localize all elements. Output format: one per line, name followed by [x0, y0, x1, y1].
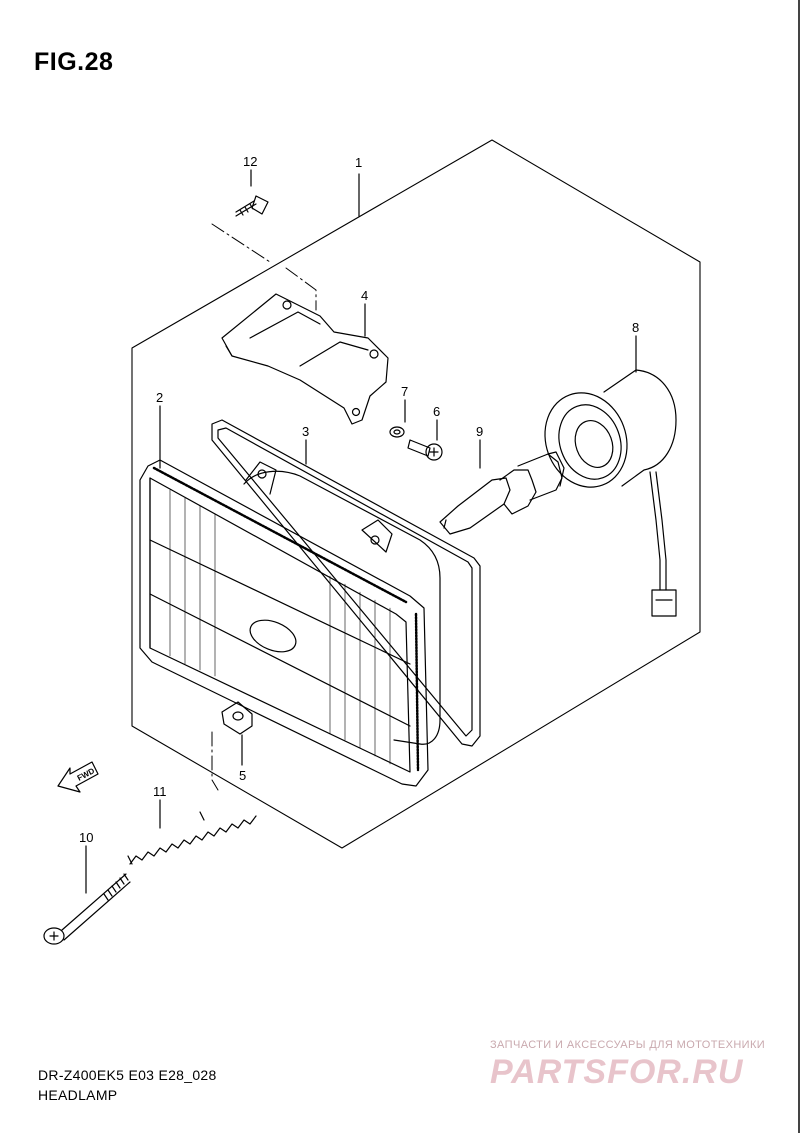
callout-3: 3 — [302, 424, 309, 439]
screw-12-alignment — [211, 223, 317, 311]
callout-7: 7 — [401, 384, 408, 399]
screw-6 — [407, 439, 443, 461]
callout-11: 11 — [153, 784, 167, 799]
spring-11 — [127, 811, 257, 865]
callout-5: 5 — [239, 768, 246, 783]
socket-8 — [544, 369, 677, 617]
figure-title: FIG.28 — [34, 48, 114, 76]
callout-8: 8 — [632, 320, 639, 335]
model-code: DR-Z400EK5 E03 E28_028 — [38, 1067, 217, 1083]
watermark-logo: PARTSFOR.RU — [490, 1053, 744, 1091]
part-group-name: HEADLAMP — [38, 1087, 118, 1103]
callout-12: 12 — [243, 154, 257, 169]
clip-5 — [221, 701, 253, 735]
bracket-4 — [221, 293, 389, 425]
gasket-3 — [211, 419, 481, 747]
fwd-arrow-icon — [57, 761, 99, 793]
callout-1: 1 — [355, 155, 362, 170]
bolt-10-alignment — [211, 731, 219, 791]
bolt-10 — [43, 873, 131, 945]
watermark-tagline: ЗАПЧАСТИ И АКСЕССУАРЫ ДЛЯ МОТОТЕХНИКИ — [490, 1039, 766, 1051]
callout-4: 4 — [361, 288, 368, 303]
washer-7 — [389, 426, 405, 438]
screw-12 — [235, 195, 269, 217]
callout-9: 9 — [476, 424, 483, 439]
callout-10: 10 — [79, 830, 93, 845]
assembly-boundary — [131, 139, 701, 849]
headlamp-unit-2 — [139, 459, 441, 787]
callout-6: 6 — [433, 404, 440, 419]
frame-edge — [798, 0, 800, 1133]
bulb-9 — [439, 451, 565, 535]
callout-2: 2 — [156, 390, 163, 405]
